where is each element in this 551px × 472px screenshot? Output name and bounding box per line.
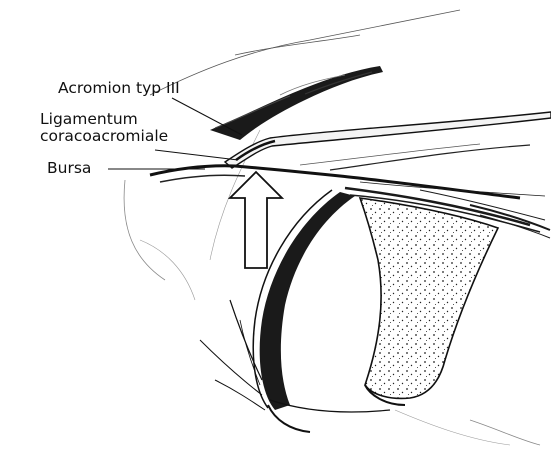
lower-hatching <box>200 300 390 432</box>
label-ligament-line1: Ligamentum <box>40 111 138 128</box>
label-acromion: Acromion typ III <box>58 80 180 97</box>
bursa-structure <box>150 144 530 198</box>
glenoid-bone <box>360 198 498 405</box>
leader-acromion <box>172 98 242 135</box>
up-arrow-icon <box>230 172 282 268</box>
humeral-head <box>253 190 355 410</box>
label-bursa: Bursa <box>47 160 91 177</box>
leader-ligament <box>155 150 238 160</box>
coracoacromial-ligament <box>225 112 551 168</box>
label-ligament-line2: coracoacromiale <box>40 128 168 145</box>
